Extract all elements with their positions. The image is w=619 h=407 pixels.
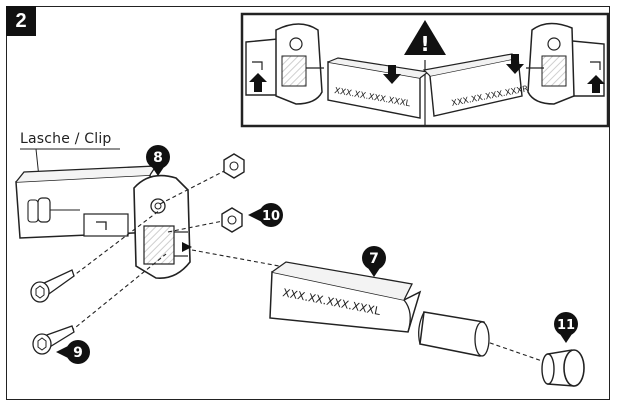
holder-part	[15, 165, 192, 279]
nut-upper	[223, 153, 245, 179]
svg-text:8: 8	[153, 150, 163, 166]
svg-text:11: 11	[557, 318, 575, 333]
clip-label: Lasche / Clip	[20, 131, 112, 147]
screw-lower	[32, 325, 75, 355]
inset-right-profile: XXX.XX.XXX.XXXR	[422, 53, 529, 117]
arrow-down-icon	[506, 54, 524, 74]
detail-inset: XXX.XX.XXX.XXXL ! XXX.XX.XXX.XXXR	[240, 12, 610, 128]
tube-profile: XXX.XX.XXX.XXXL	[269, 261, 422, 333]
arrow-up-icon	[587, 75, 605, 93]
tube-end-piece	[418, 311, 490, 357]
svg-text:9: 9	[73, 345, 83, 361]
svg-text:7: 7	[369, 251, 379, 267]
callout-tube: 7	[362, 246, 386, 277]
end-cap-part	[541, 349, 585, 387]
callout-screw: 9	[56, 340, 90, 364]
callout-end-cap: 11	[554, 312, 578, 343]
nut-lower	[221, 207, 243, 233]
callout-nut: 10	[248, 203, 283, 227]
step-number-badge: 2	[6, 6, 36, 36]
callout-holder: 8	[146, 145, 170, 176]
warning-triangle-icon: !	[404, 20, 446, 56]
diagram-frame	[6, 6, 610, 400]
arrow-up-icon	[249, 73, 267, 92]
screw-upper	[30, 269, 75, 303]
arrow-down-icon	[383, 65, 401, 84]
svg-text:10: 10	[262, 209, 280, 224]
svg-text:!: !	[420, 32, 429, 56]
